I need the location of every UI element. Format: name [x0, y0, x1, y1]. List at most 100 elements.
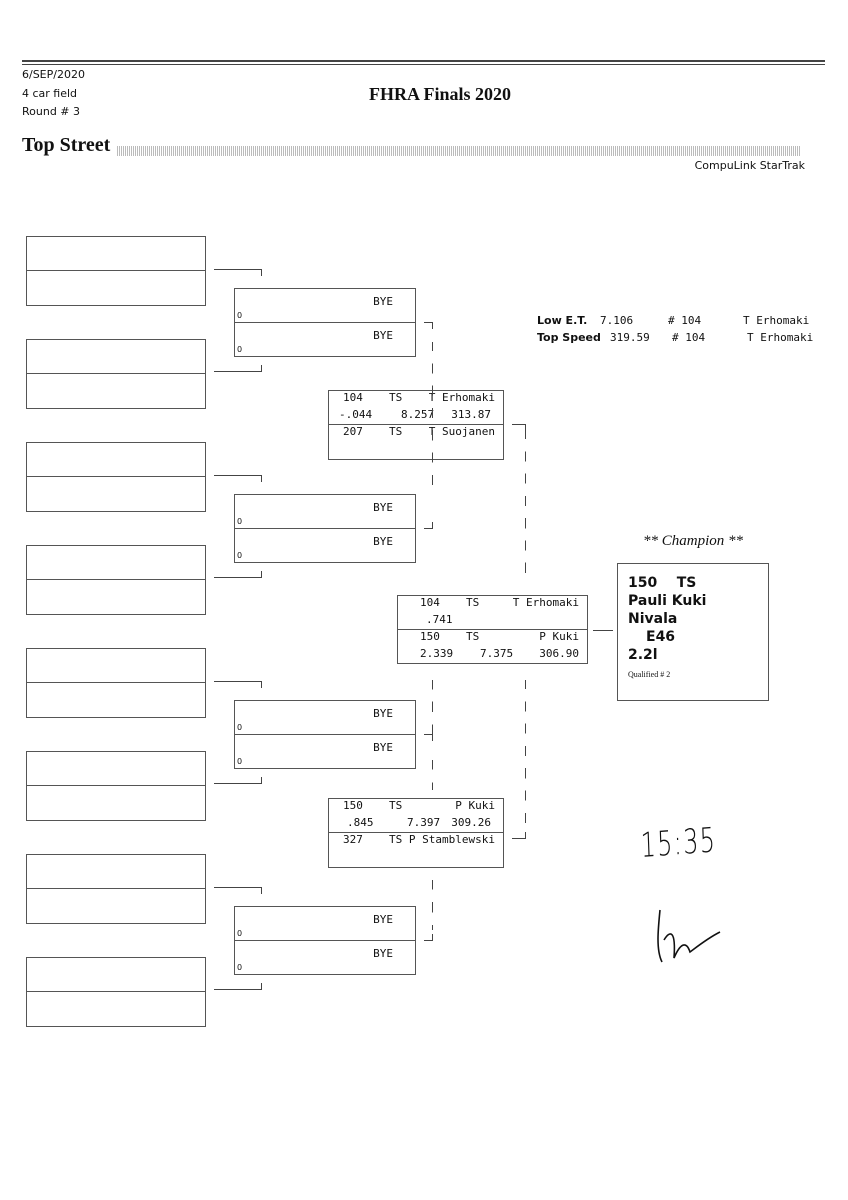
car-number: 150	[343, 799, 363, 812]
round1-slot	[26, 854, 206, 924]
top-rule	[22, 60, 825, 62]
champion-town: Nivala	[628, 611, 678, 627]
round1-slot	[26, 339, 206, 409]
bracket-connector	[214, 777, 262, 784]
car-class: TS	[389, 833, 403, 846]
bracket-connector	[512, 832, 526, 839]
bracket-dashed-line	[432, 760, 433, 790]
car-number: 207	[343, 425, 363, 438]
car-class: TS	[389, 799, 403, 812]
bye-label: BYE	[373, 740, 393, 754]
bracket-connector	[512, 424, 526, 431]
round-number: Round # 3	[22, 105, 81, 118]
reaction-time: 2.339	[420, 646, 454, 660]
bracket-dashed-line	[432, 880, 433, 930]
bracket-dashed-line	[525, 680, 526, 830]
driver-name: T Erhomaki	[428, 391, 495, 404]
driver-name: P Stamblewski	[408, 833, 495, 846]
bye-label: BYE	[373, 328, 393, 342]
bracket-dashed-line	[525, 430, 526, 585]
round1-slot	[26, 751, 206, 821]
score: 0	[237, 310, 243, 320]
car-number: 104	[343, 391, 363, 404]
car-class: TS	[389, 391, 403, 404]
score: 0	[237, 928, 243, 938]
champion-heading: ** Champion **	[642, 533, 743, 549]
champion-class: TS	[676, 575, 697, 591]
car-number: 104	[420, 596, 440, 609]
score: 0	[237, 757, 243, 766]
bye-label: BYE	[373, 946, 393, 960]
bye-label: BYE	[373, 501, 393, 514]
bracket-dashed-line	[432, 342, 433, 490]
bracket-connector	[424, 322, 433, 329]
bracket-connector	[214, 475, 262, 482]
bracket-connector	[424, 522, 433, 529]
round1-slot	[26, 957, 206, 1027]
top-speed-driver: T Erhomaki	[747, 331, 814, 344]
car-class: TS	[466, 629, 480, 643]
bracket-connector	[214, 887, 262, 894]
car-number: 150	[420, 629, 440, 643]
low-et-driver: T Erhomaki	[743, 314, 810, 327]
low-et-car: # 104	[668, 314, 702, 327]
car-class: TS	[389, 425, 403, 438]
champion-car: E46	[646, 629, 676, 645]
bye-label: BYE	[373, 707, 393, 720]
bye-label: BYE	[373, 534, 393, 548]
signature	[657, 909, 721, 963]
reaction-time: -.044	[339, 408, 373, 421]
round1-slot	[26, 236, 206, 306]
champion-engine: 2.2l	[628, 647, 658, 663]
car-class: TS	[466, 596, 480, 609]
top-speed-car: # 104	[672, 331, 706, 344]
class-name: Top Street	[22, 134, 111, 156]
reaction-time: .741	[426, 613, 453, 626]
elapsed-time: 7.375	[480, 646, 514, 660]
round1-slot	[26, 648, 206, 718]
low-et-value: 7.106	[600, 314, 634, 327]
bracket-connector	[214, 269, 262, 276]
bracket-connector	[214, 983, 262, 990]
bracket-connector	[214, 571, 262, 578]
bracket-connector	[424, 934, 433, 941]
champion-qualified: Qualified # 2	[628, 670, 671, 679]
champion-box: 150 TS Pauli Kuki Nivala E46 2.2l Qualif…	[617, 563, 769, 701]
score: 0	[237, 551, 243, 560]
round1-slot	[26, 442, 206, 512]
handwritten-time: 15:35	[640, 820, 717, 866]
elapsed-time: 7.397	[407, 816, 441, 829]
field-size: 4 car field	[22, 87, 78, 100]
round1-slot	[26, 545, 206, 615]
brand: CompuLink StarTrak	[694, 159, 805, 172]
speed: 306.90	[539, 646, 579, 660]
score: 0	[237, 722, 243, 732]
car-number: 327	[343, 833, 363, 846]
bracket-connector	[214, 681, 262, 688]
bye-label: BYE	[373, 913, 393, 926]
bracket-dashed-line	[432, 680, 433, 740]
final-connector	[593, 630, 613, 631]
class-underline	[117, 146, 800, 156]
round2-pair-3: BYE 0 BYE 0	[234, 700, 416, 769]
bracket-connector	[214, 365, 262, 372]
score: 0	[237, 963, 243, 972]
top-speed-label: Top Speed	[537, 331, 601, 344]
event-title: FHRA Finals 2020	[368, 84, 511, 104]
reaction-time: .845	[347, 816, 374, 829]
round2-pair-2: BYE 0 BYE 0	[234, 494, 416, 563]
low-et-label: Low E.T.	[537, 314, 588, 327]
speed: 309.26	[451, 816, 491, 829]
round2-pair-4: BYE 0 BYE 0	[234, 906, 416, 975]
driver-name: P Kuki	[539, 629, 579, 643]
bye-label: BYE	[373, 295, 393, 308]
speed: 313.87	[451, 408, 491, 421]
score: 0	[237, 516, 243, 526]
champion-number: 150	[628, 575, 658, 591]
driver-name: P Kuki	[455, 799, 495, 812]
champion-driver: Pauli Kuki	[628, 593, 707, 609]
